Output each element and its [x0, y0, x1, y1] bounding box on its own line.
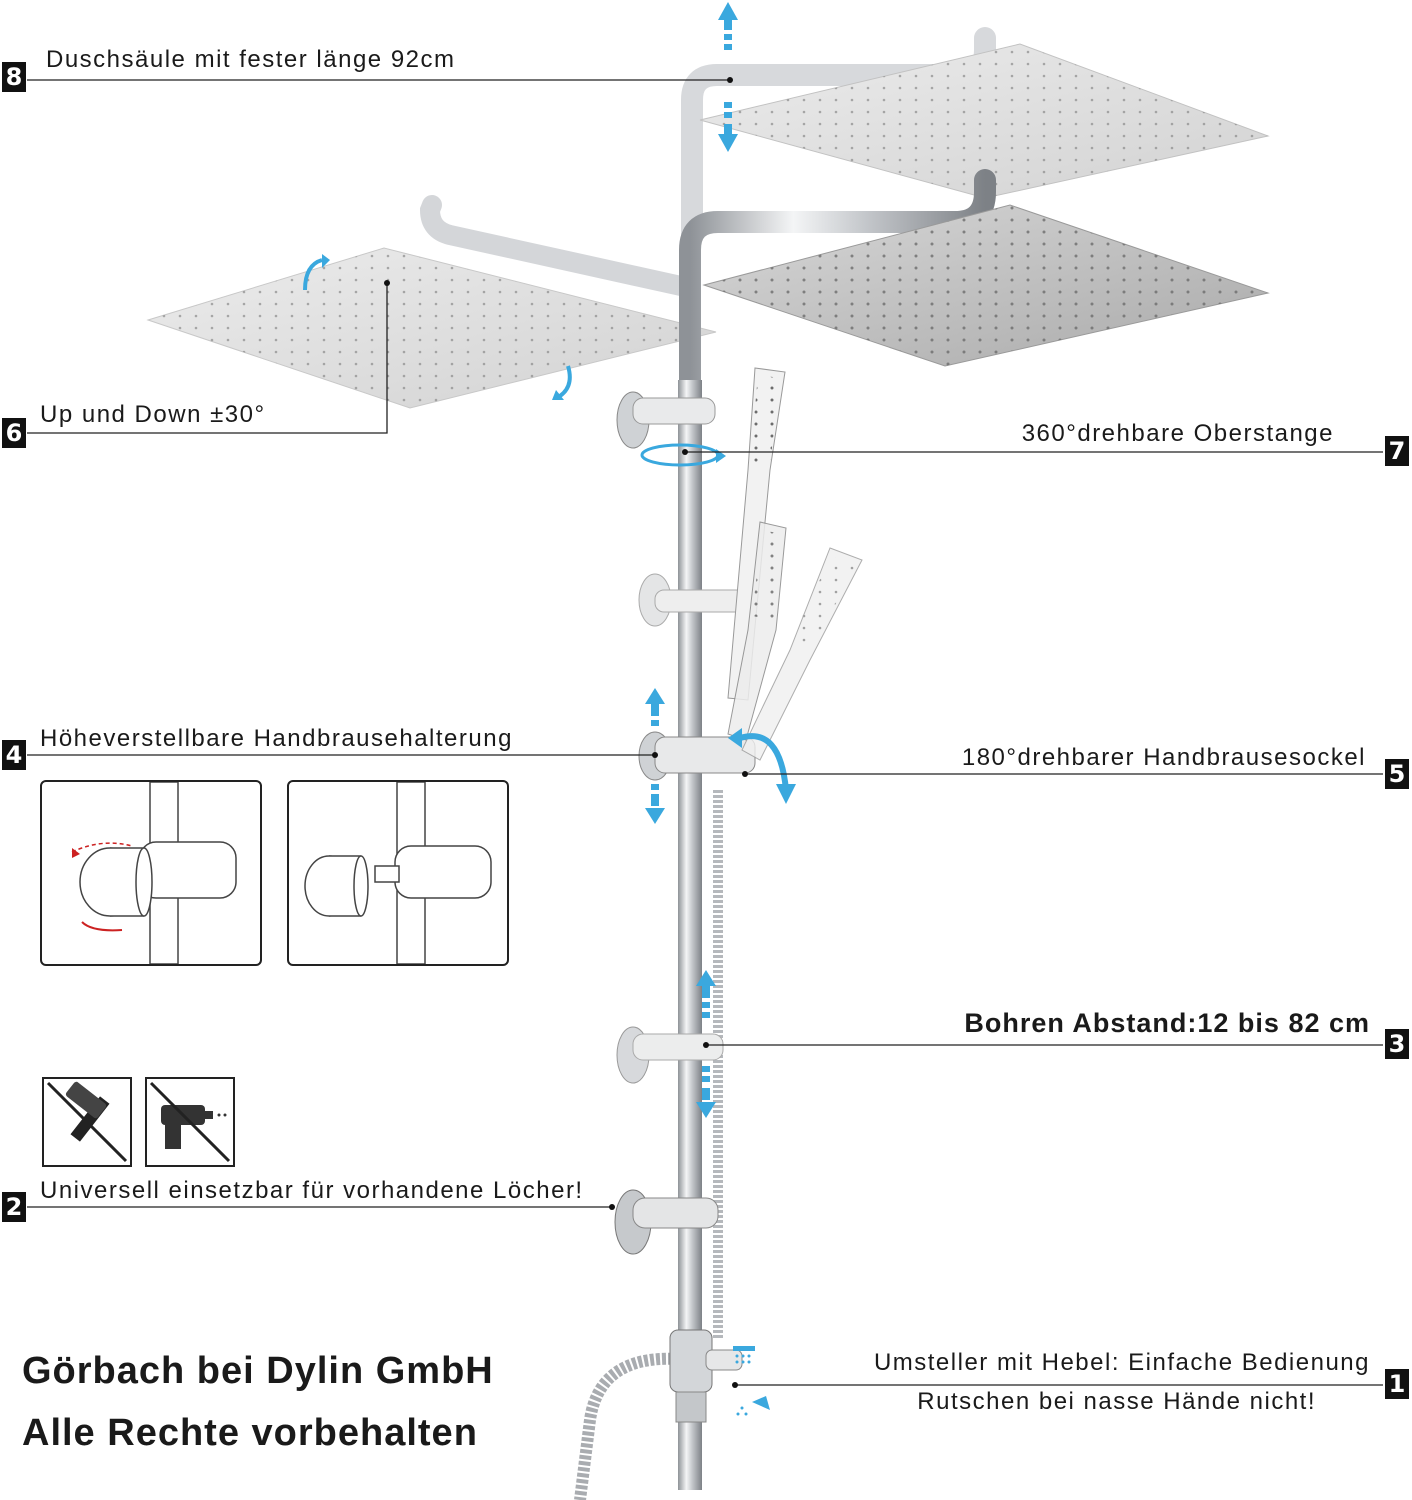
callout-label-2: Universell einsetzbar für vorhandene Löc… [40, 1177, 584, 1204]
wall-bracket-top [616, 391, 716, 449]
hand-shower-2 [727, 521, 787, 741]
diverter-icons [733, 1346, 770, 1416]
callout-label-7: 360°drehbare Oberstange [1021, 420, 1334, 447]
callout-number-3: 3 [1385, 1029, 1409, 1059]
wall-bracket-3 [616, 1026, 724, 1084]
inset-bracket-assembled [40, 780, 262, 966]
shower-column [678, 380, 702, 1490]
hand-shower-3 [741, 547, 863, 761]
callout-number-7: 7 [1385, 436, 1409, 466]
hand-shower-1 [727, 367, 786, 701]
leader-lines [27, 79, 1383, 1386]
copyright-line-2: Alle Rechte vorbehalten [22, 1412, 478, 1454]
diverter-valve [669, 1329, 743, 1423]
wall-bracket-middle [638, 573, 746, 627]
callout-label-4: Höheverstellbare Handbrausehalterung [40, 725, 513, 752]
inset-bracket-exploded [287, 780, 509, 966]
no-drill-icon [145, 1077, 235, 1167]
callout-number-4: 4 [2, 740, 26, 770]
callout-label-8: Duschsäule mit fester länge 92cm [46, 46, 456, 73]
callout-label-1-line2: Rutschen bei nasse Hände nicht! [917, 1388, 1316, 1415]
callout-number-1: 1 [1385, 1369, 1409, 1399]
callout-label-6: Up und Down ±30° [40, 401, 266, 428]
callout-label-3: Bohren Abstand:12 bis 82 cm [964, 1008, 1370, 1038]
callout-label-1: Umsteller mit Hebel: Einfache Bedienung [873, 1349, 1370, 1376]
callout-label-5: 180°drehbarer Handbrausesockel [961, 744, 1366, 771]
copyright-line-1: Görbach bei Dylin GmbH [22, 1350, 494, 1392]
callout-number-6: 6 [2, 418, 26, 448]
callout-number-8: 8 [2, 62, 26, 92]
wall-bracket-bottom [614, 1189, 719, 1255]
no-hammer-icon [42, 1077, 132, 1167]
callout-number-2: 2 [2, 1192, 26, 1222]
blue-arrows [303, 2, 796, 1118]
callout-number-5: 5 [1385, 759, 1409, 789]
